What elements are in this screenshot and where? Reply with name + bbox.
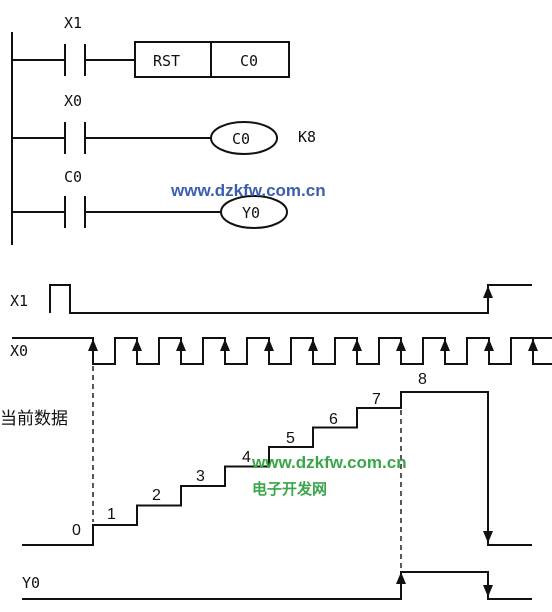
contact-x0-label: X0 [64, 92, 82, 110]
y0-signal-label: Y0 [22, 574, 40, 592]
step-value-label: 0 [72, 522, 81, 539]
x0-waveform [12, 337, 552, 365]
step-value-label: 6 [329, 411, 338, 428]
output-coil-y0 [220, 195, 288, 229]
y0-falling-edge-arrow [483, 585, 493, 597]
x1-rising-edge-arrow [483, 286, 493, 298]
counter-coil-c0 [210, 121, 278, 155]
x1-waveform [49, 284, 532, 314]
step-value-label: 4 [242, 449, 251, 466]
x0-rising-edge-arrow [352, 339, 362, 351]
current-value-step-labels: 0 1 2 3 4 5 6 7 8 [72, 371, 427, 539]
rung-count-coil: X0 C0 K8 [12, 92, 316, 155]
x0-rising-edge-arrow [440, 339, 450, 351]
y0-waveform [22, 571, 532, 600]
watermark-url-bottom: www.dzkfw.com.cn [251, 453, 407, 472]
x0-rising-edge-arrow [264, 339, 274, 351]
counter-setting-label: K8 [298, 128, 316, 146]
counter-coil-label: C0 [232, 130, 250, 148]
rst-operand-label: C0 [240, 52, 258, 70]
step-value-label: 3 [196, 468, 205, 485]
rst-instruction-label: RST [153, 52, 180, 70]
x0-rising-edge-arrow [308, 339, 318, 351]
contact-c0-label: C0 [64, 168, 82, 186]
step-value-label: 2 [152, 487, 161, 504]
output-coil-label: Y0 [242, 204, 260, 222]
x0-rising-edge-arrow [220, 339, 230, 351]
step-value-label: 1 [107, 506, 116, 523]
x0-signal-label: X0 [10, 342, 28, 360]
timing-diagram: X1 X0 当前数据 0 1 2 3 4 5 6 7 8 Y0 www.dzkfw.com.cn… [0, 284, 552, 600]
x0-rising-edge-arrow [484, 339, 494, 351]
watermark-url-top: www.dzkfw.com.cn [170, 181, 326, 200]
reset-falling-arrow [483, 531, 493, 543]
ladder-diagram: X1 RST C0 X0 C0 K8 C0 [11, 14, 326, 245]
x1-signal-label: X1 [10, 292, 28, 310]
x0-rising-edge-arrow [176, 339, 186, 351]
step-value-label: 8 [418, 371, 427, 388]
y0-rising-edge-arrow [396, 572, 406, 584]
x0-rising-edge-arrow [396, 339, 406, 351]
x0-rising-edge-arrow [528, 339, 538, 351]
x0-rising-edge-arrow [88, 339, 98, 351]
step-value-label: 7 [372, 391, 381, 408]
rung-reset-counter: X1 RST C0 [12, 14, 290, 78]
rung-output-coil: C0 Y0 [12, 168, 288, 229]
contact-x1-label: X1 [64, 14, 82, 32]
x0-rising-edge-arrow [132, 339, 142, 351]
watermark-site-name: 电子开发网 [252, 480, 327, 498]
step-value-label: 5 [286, 430, 295, 447]
current-value-label: 当前数据 [0, 409, 68, 429]
